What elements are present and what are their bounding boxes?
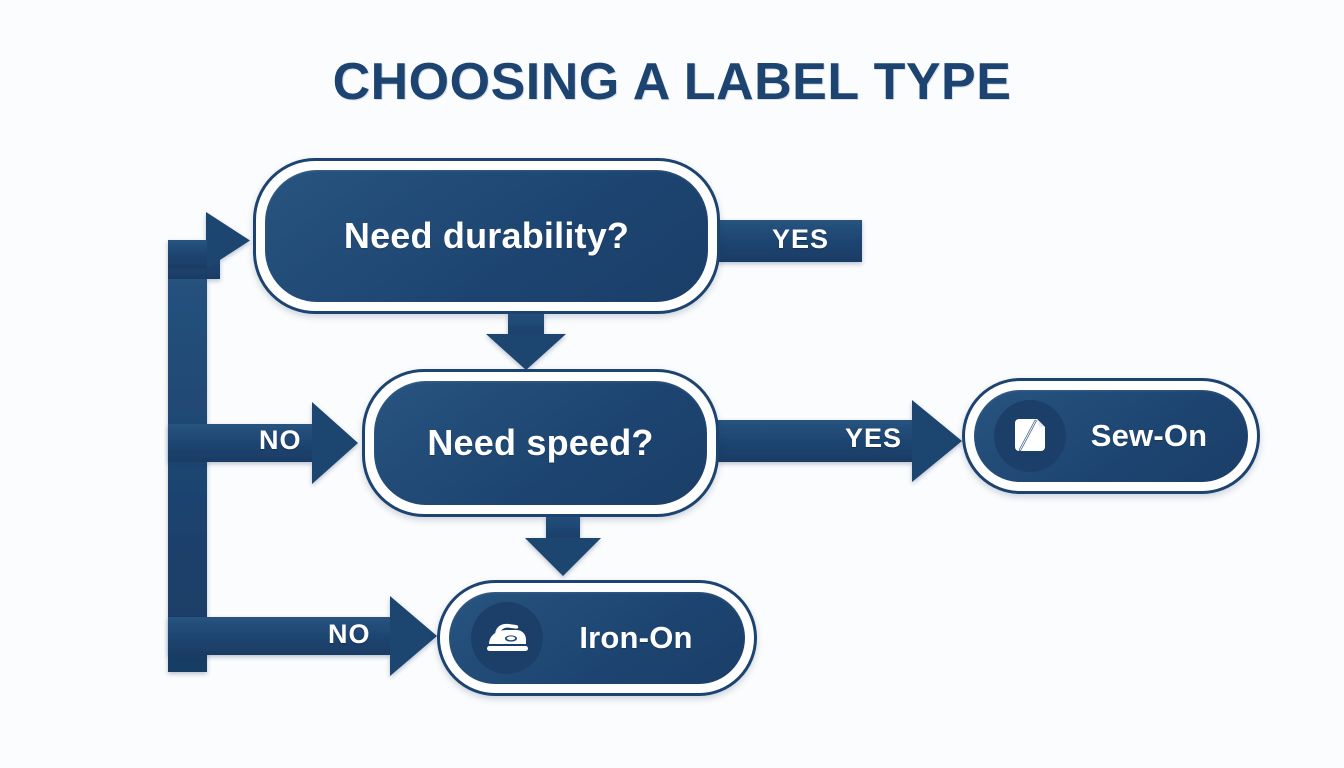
decision-need-speed[interactable]: Need speed? <box>362 369 719 517</box>
decision-need-durability-label: Need durability? <box>343 215 630 256</box>
clothes-iron-icon <box>471 602 543 674</box>
result-iron-on[interactable]: Iron-On <box>437 580 757 696</box>
needle-and-fabric-icon <box>994 400 1066 472</box>
speed-to-iron-arrow <box>525 516 601 576</box>
decision-need-durability-body: Need durability? <box>265 170 708 302</box>
edge-label-durability-yes: YES <box>772 224 830 254</box>
no-to-iron-on-arrow <box>168 596 437 676</box>
edge-label-iron-no: NO <box>328 619 371 649</box>
decision-need-durability[interactable]: Need durability? <box>253 158 720 314</box>
page-title: CHOOSING A LABEL TYPE <box>332 53 1012 111</box>
yes-to-sew-on-arrow <box>718 400 962 482</box>
result-iron-on-label: Iron-On <box>579 620 693 655</box>
durability-to-speed-arrow <box>486 313 566 370</box>
edge-label-speed-no: NO <box>259 425 302 455</box>
result-sew-on[interactable]: Sew-On <box>962 378 1260 494</box>
result-sew-on-body: Sew-On <box>974 390 1248 482</box>
loop-back-connector <box>168 212 250 672</box>
decision-need-speed-body: Need speed? <box>374 381 707 505</box>
result-iron-on-body: Iron-On <box>449 592 745 684</box>
result-sew-on-label: Sew-On <box>1090 418 1208 453</box>
edge-label-speed-yes: YES <box>845 423 903 453</box>
decision-need-speed-label: Need speed? <box>427 422 654 463</box>
